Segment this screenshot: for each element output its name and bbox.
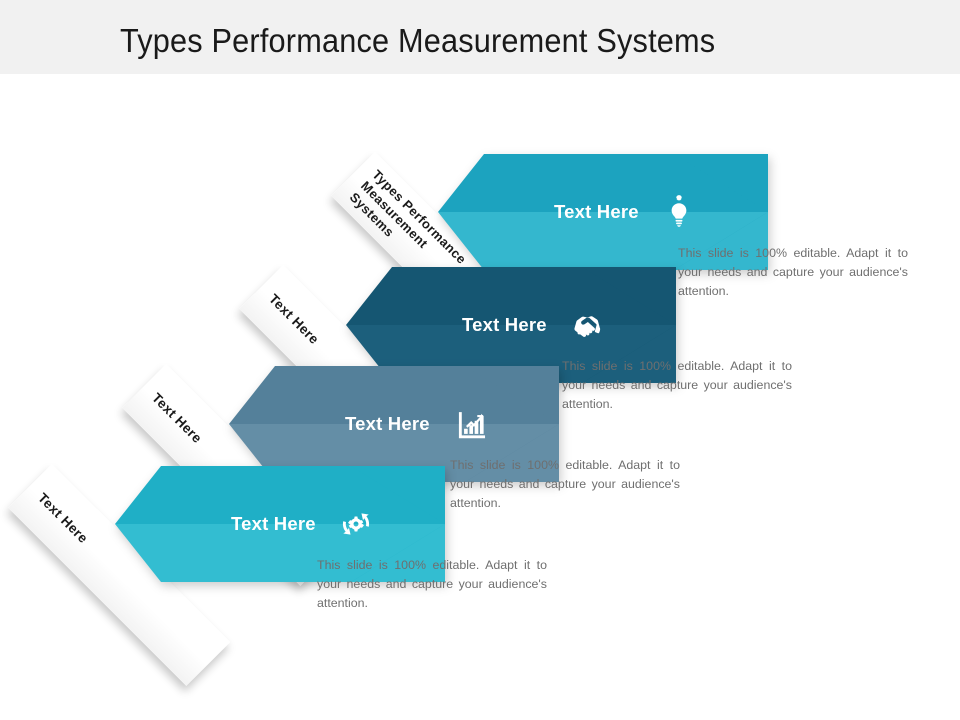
diagram-row-3: Text Here Text Here: [0, 332, 960, 587]
diagram-row-4: Text Here Text Here: [0, 426, 960, 687]
description-text-4: This slide is 100% editable. Adapt it to…: [317, 558, 547, 610]
arrow-graphic: [115, 466, 445, 582]
diagram-row-1: Types Performance Measurement Systems Te…: [0, 144, 960, 375]
page-title: Types Performance Measurement Systems: [120, 22, 716, 59]
description-text-3: This slide is 100% editable. Adapt it to…: [450, 458, 680, 510]
description-text-1: This slide is 100% editable. Adapt it to…: [678, 246, 908, 298]
description-text-2: This slide is 100% editable. Adapt it to…: [562, 359, 792, 411]
arrow-shape-1[interactable]: Text Here: [438, 154, 768, 270]
arrow-graphic: [438, 154, 768, 270]
title-header-band: Types Performance Measurement Systems: [0, 0, 960, 74]
slide-content-area: Types Performance Measurement Systems Te…: [0, 74, 960, 720]
